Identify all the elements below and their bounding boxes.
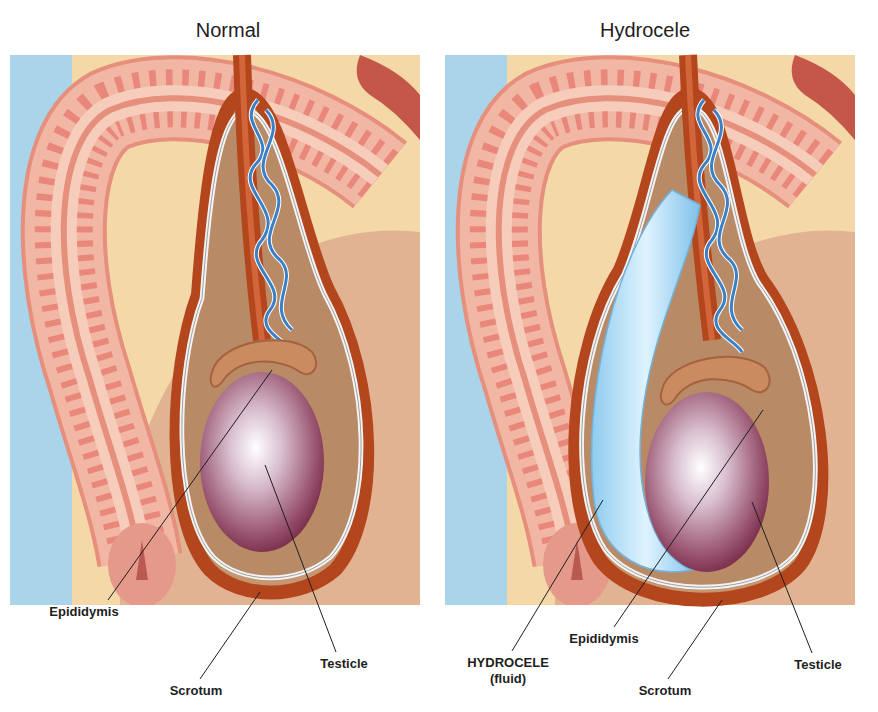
leader-line [668, 600, 722, 679]
body-background [10, 55, 420, 607]
hydrocele-testicle [645, 357, 770, 572]
panel-heading: Normal [196, 18, 260, 42]
leader-lines [108, 370, 812, 679]
part-label: HYDROCELE (fluid) [466, 655, 550, 686]
normal-testicle [200, 340, 324, 552]
part-label: Testicle [320, 656, 367, 672]
panel-heading: Hydrocele [600, 18, 690, 42]
part-label: Scrotum [639, 683, 692, 699]
part-label: Scrotum [170, 683, 223, 699]
part-label: Testicle [794, 657, 841, 673]
leader-line [265, 465, 336, 652]
leader-line [752, 502, 812, 653]
normal-spermatic-cord [242, 55, 292, 350]
leader-line [200, 592, 260, 679]
leader-line [108, 370, 272, 600]
part-label: Epididymis [569, 631, 638, 647]
body-background [445, 55, 855, 607]
leader-line [512, 500, 603, 651]
part-label: Epididymis [49, 604, 118, 620]
normal-scrotum [177, 95, 368, 593]
hydrocele-scrotum [575, 95, 821, 600]
leader-line [614, 410, 763, 627]
